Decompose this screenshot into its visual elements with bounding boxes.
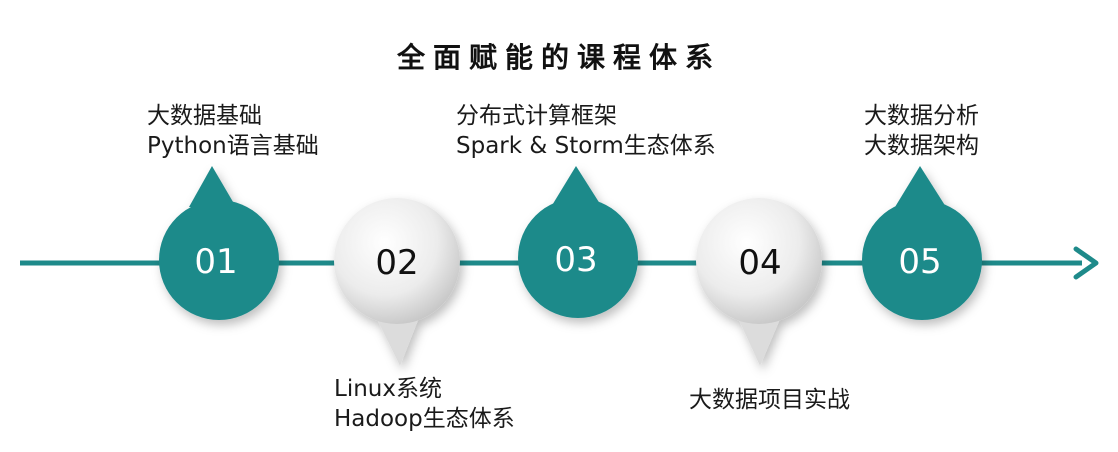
step-01-line-2: Python语言基础 xyxy=(147,133,319,159)
step-05-marker xyxy=(862,166,982,320)
step-01-label: 大数据基础 Python语言基础 xyxy=(147,101,319,161)
step-02-label: Linux系统 Hadoop生态体系 xyxy=(334,374,515,434)
step-04-number: 04 xyxy=(738,243,781,283)
step-01-number: 01 xyxy=(194,242,237,282)
step-05-line-2: 大数据架构 xyxy=(864,133,979,159)
step-03-number: 03 xyxy=(554,240,597,280)
timeline-arrowhead xyxy=(1073,246,1099,280)
step-03-marker xyxy=(518,166,638,318)
step-05-line-1: 大数据分析 xyxy=(864,103,979,129)
step-03-line-1: 分布式计算框架 xyxy=(456,103,617,129)
step-01-line-1: 大数据基础 xyxy=(147,103,262,129)
step-04-marker xyxy=(696,198,822,366)
step-02-line-2: Hadoop生态体系 xyxy=(334,406,515,432)
step-04-label: 大数据项目实战 xyxy=(689,385,850,415)
diagram-title: 全面赋能的课程体系 xyxy=(396,41,721,74)
step-01-marker xyxy=(159,166,279,320)
step-02-number: 02 xyxy=(375,243,418,283)
step-04-line-1: 大数据项目实战 xyxy=(689,387,850,413)
step-03-line-2: Spark & Storm生态体系 xyxy=(456,133,716,159)
step-03-label: 分布式计算框架 Spark & Storm生态体系 xyxy=(456,101,716,161)
step-05-number: 05 xyxy=(898,242,941,282)
step-02-marker xyxy=(334,198,460,366)
step-05-label: 大数据分析 大数据架构 xyxy=(864,101,979,161)
step-02-line-1: Linux系统 xyxy=(334,376,442,402)
